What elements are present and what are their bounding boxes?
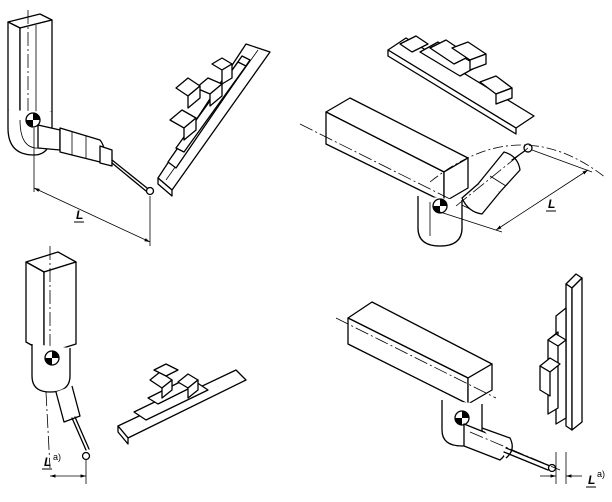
view-bottom-right: L a): [335, 273, 605, 488]
stepped-artefact: [117, 363, 247, 445]
view-top-right: L: [299, 35, 607, 247]
horizontal-probe: [463, 423, 557, 473]
angled-probe: [55, 385, 91, 461]
rotation-centre-symbol: [454, 410, 470, 426]
probe-head-column: [417, 196, 463, 247]
horizontal-arm: [335, 301, 497, 405]
dimension-label-L: L: [548, 197, 555, 211]
horizontal-probe: [37, 124, 155, 196]
footnote-marker: a): [53, 452, 61, 462]
stepped-artefact: [539, 273, 583, 431]
dimension-label-L: L: [44, 455, 51, 469]
stylus-tip: [145, 186, 155, 196]
rotation-centre-symbol: [44, 350, 60, 366]
dimension-line-L: L a): [540, 452, 605, 488]
rotation-centre-symbol: [432, 198, 448, 214]
stepped-artefact: [157, 43, 271, 197]
probe-head-column: [7, 10, 53, 156]
dimension-label-L: L: [588, 473, 595, 487]
angled-probe: [461, 143, 533, 215]
view-bottom-left: L a): [25, 246, 247, 484]
dimension-label-L: L: [76, 208, 83, 222]
view-top-left: L: [7, 10, 271, 246]
dimension-line-L: L: [33, 128, 151, 246]
dimension-line-L: L a): [42, 452, 87, 484]
rotation-centre-symbol: [25, 112, 41, 128]
rotation-path-arc: [429, 144, 607, 183]
stepped-artefact: [387, 35, 535, 135]
probe-head-column: [25, 246, 77, 393]
dimension-line-L: L: [439, 149, 593, 233]
stylus-tip: [81, 451, 91, 461]
horizontal-arm: [299, 97, 473, 211]
footnote-marker: a): [597, 469, 605, 479]
